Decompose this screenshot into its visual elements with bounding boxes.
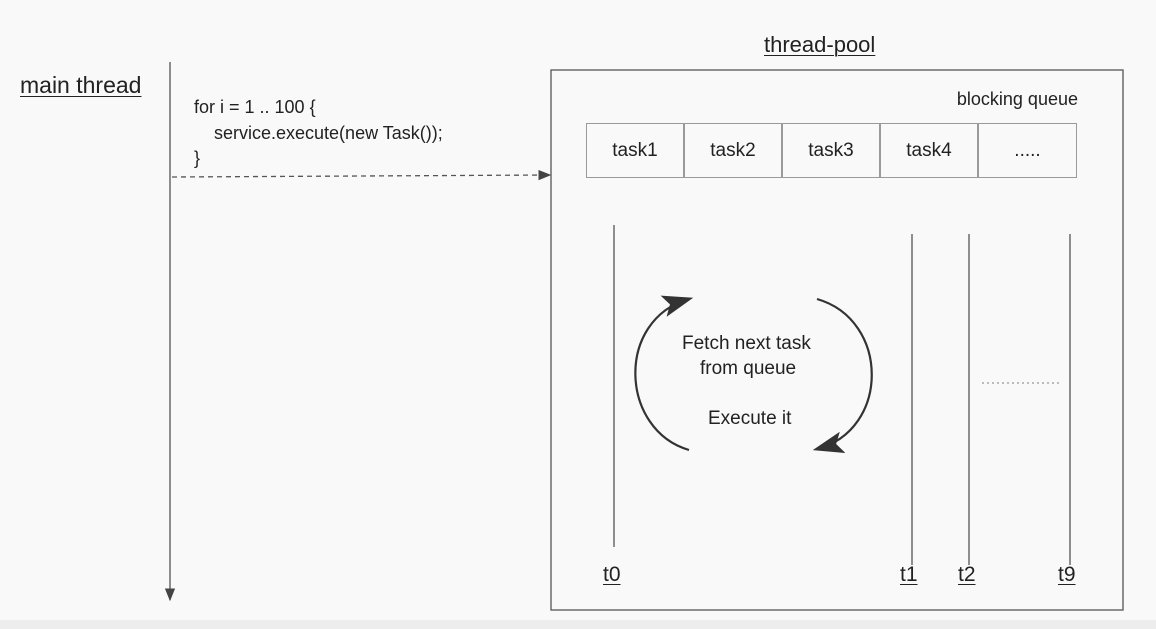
thread-pool-box xyxy=(550,69,1124,611)
loop-text-execute: Execute it xyxy=(708,408,792,429)
code-line-2: service.execute(new Task()); xyxy=(214,123,443,143)
thread-pool-label: thread-pool xyxy=(764,32,876,57)
thread-label-t0: t0 xyxy=(603,563,621,586)
code-line-3: } xyxy=(194,148,201,168)
bottom-strip xyxy=(0,620,1156,629)
loop-text-fetch: Fetch next task xyxy=(682,333,811,354)
loop-arrow-left xyxy=(634,295,694,452)
submit-arrow xyxy=(171,169,552,181)
main-thread-label: main thread xyxy=(20,72,142,98)
queue-cell: task4 xyxy=(880,123,978,178)
loop-arrow-right xyxy=(812,297,873,453)
loop-text-from-queue: from queue xyxy=(700,358,797,379)
thread-label-t1: t1 xyxy=(900,563,918,586)
thread-label-t2: t2 xyxy=(958,563,976,586)
queue-cell: task3 xyxy=(782,123,880,178)
thread-label-t9: t9 xyxy=(1058,563,1076,586)
queue-cell: ..... xyxy=(978,123,1077,178)
queue-cell: task2 xyxy=(684,123,782,178)
code-line-1: for i = 1 .. 100 { xyxy=(194,97,316,117)
blocking-queue-label: blocking queue xyxy=(956,89,1078,109)
queue-cell: task1 xyxy=(586,123,684,178)
